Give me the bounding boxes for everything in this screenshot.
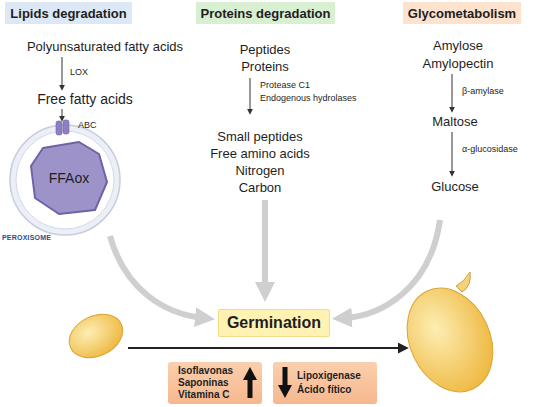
node-text: Vitamina C bbox=[178, 389, 262, 401]
membrane-inner bbox=[16, 131, 114, 229]
organelle-label: PEROXISOME bbox=[2, 234, 51, 241]
ffaox-body: FFAox bbox=[29, 140, 109, 216]
abc-transporter bbox=[63, 120, 69, 134]
process-arrow bbox=[128, 347, 400, 349]
ffaox-outline bbox=[31, 142, 107, 214]
enzyme-label: Endogenous hydrolases bbox=[260, 94, 357, 104]
metabolite-label: Free fatty acids bbox=[37, 92, 133, 107]
metabolite-label: Free amino acids bbox=[210, 147, 310, 161]
metabolite-label: Nitrogen bbox=[235, 164, 284, 178]
enzyme-label: β-amylase bbox=[462, 87, 504, 97]
reaction-arrow bbox=[250, 78, 251, 110]
section-header: Proteins degradation bbox=[196, 2, 335, 24]
decrease-box: LipoxigenaseÁcido fítico bbox=[273, 362, 377, 404]
metabolite-label: Maltose bbox=[432, 115, 478, 129]
enzyme-label: Protease C1 bbox=[260, 81, 310, 91]
node-text: Saponinas bbox=[178, 377, 262, 389]
flow-arrow bbox=[262, 200, 268, 290]
node-text: Isoflavonas bbox=[178, 365, 262, 377]
metabolite-label: Amylose bbox=[433, 39, 483, 53]
node-text: FFAox bbox=[49, 170, 89, 186]
decrease-arrow bbox=[283, 367, 288, 387]
increase-arrow bbox=[248, 378, 253, 398]
reaction-arrow bbox=[62, 57, 63, 86]
transport-arrow bbox=[62, 109, 63, 117]
node-text: Ácido fítico bbox=[297, 383, 377, 397]
seed-dry bbox=[62, 306, 130, 366]
increase-arrow bbox=[243, 367, 257, 380]
enzyme-label: α-glucosidase bbox=[462, 145, 518, 155]
seed-germinated bbox=[391, 274, 509, 406]
peroxisome-organelle: PEROXISOMEFFAox bbox=[9, 124, 121, 236]
decrease-arrow bbox=[278, 385, 292, 398]
process-box: Germination bbox=[218, 309, 330, 337]
node-text: Proteins degradation bbox=[200, 6, 330, 21]
increase-box: IsoflavonasSaponinasVitamina C bbox=[168, 362, 262, 404]
reaction-arrow bbox=[452, 132, 453, 172]
section-header: Lipids degradation bbox=[5, 2, 132, 24]
node-text: Lipids degradation bbox=[10, 6, 126, 21]
metabolite-label: Carbon bbox=[239, 181, 282, 195]
metabolite-label: Amylopectin bbox=[423, 57, 494, 71]
metabolite-label: Glucose bbox=[431, 180, 479, 194]
node-text: Glycometabolism bbox=[408, 6, 516, 21]
node-text: Germination bbox=[227, 314, 321, 332]
node-text: Lipoxigenase bbox=[297, 369, 377, 383]
seed-sprout bbox=[456, 272, 470, 292]
metabolite-label: Proteins bbox=[241, 60, 289, 74]
enzyme-label: ABC bbox=[78, 121, 97, 131]
metabolite-label: Peptides bbox=[240, 43, 291, 57]
metabolite-label: Polyunsaturated fatty acids bbox=[27, 40, 183, 54]
reaction-arrow bbox=[452, 74, 453, 108]
enzyme-label: LOX bbox=[70, 68, 88, 78]
flow-arrow bbox=[110, 236, 203, 318]
membrane-outer bbox=[10, 125, 120, 235]
section-header: Glycometabolism bbox=[403, 2, 521, 24]
metabolite-label: Small peptides bbox=[217, 130, 302, 144]
abc-transporter bbox=[56, 121, 62, 135]
